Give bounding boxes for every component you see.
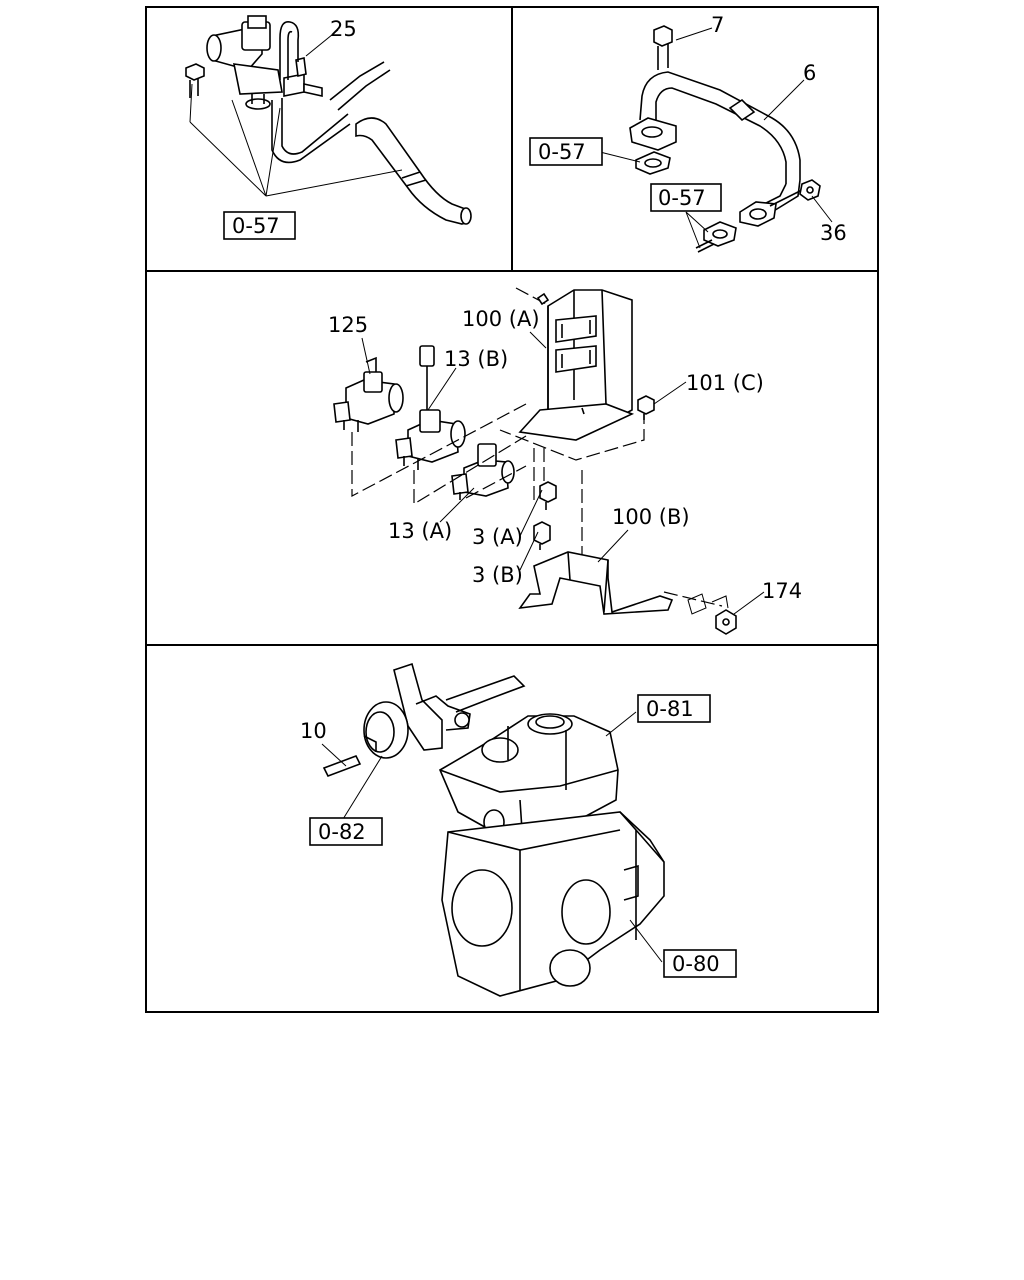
vsv-solenoid-illustration [206, 15, 323, 110]
part-label-13a: 13 (A) [388, 519, 452, 543]
vacuum-pipe-illustration [629, 25, 821, 253]
part-label-13b: 13 (B) [444, 347, 508, 371]
ref-box-0-82 [309, 817, 383, 846]
leader-lines-0-57-b [685, 211, 709, 249]
ref-label-0-57-b: 0-57 [658, 186, 706, 210]
leader-line-6 [763, 79, 805, 121]
part-label-125: 125 [328, 313, 368, 337]
panel-vsv-bracket: 125 100 (A) 13 (B) 101 (C) 13 (A) 3 (A) … [328, 287, 802, 635]
part-label-36: 36 [820, 221, 847, 245]
part-label-6: 6 [803, 61, 816, 85]
leader-line-36 [811, 195, 833, 223]
ref-label-0-81: 0-81 [646, 697, 694, 721]
ref-box-0-81 [637, 694, 711, 723]
vacuum-hose-illustration [271, 21, 472, 225]
leader-lines-0-57-left [189, 83, 403, 197]
leader-line-0-57-a [599, 151, 641, 163]
leader-lines-bottom [321, 711, 663, 963]
ref-box-0-80 [663, 949, 737, 978]
vsv-125-illustration [333, 356, 404, 432]
part-label-101c: 101 (C) [686, 371, 764, 395]
part-label-10: 10 [300, 719, 327, 743]
ref-label-0-80: 0-80 [672, 952, 720, 976]
part-label-7: 7 [711, 13, 724, 37]
bolt-101c-illustration [637, 395, 655, 420]
ref-box-0-57-b [650, 183, 722, 212]
ref-label-0-57-a: 0-57 [538, 140, 586, 164]
leader-line-25 [305, 29, 339, 57]
ref-label-0-82: 0-82 [318, 820, 366, 844]
ref-label-0-57-left: 0-57 [232, 214, 280, 238]
bracket-100b-illustration [518, 551, 737, 635]
ref-box-0-57-left [223, 211, 296, 240]
leader-lines-middle [361, 331, 765, 615]
panel-vacuum-pipe: 7 6 36 0-57 0-57 [529, 13, 847, 253]
part-label-100b: 100 (B) [612, 505, 690, 529]
bolt-illustration [185, 63, 205, 98]
assembly-lines [351, 403, 645, 560]
part-label-100a: 100 (A) [462, 307, 540, 331]
diagram-frame [145, 6, 879, 1013]
part-label-3b: 3 (B) [472, 563, 523, 587]
throttle-body-illustration [438, 713, 665, 997]
panel-vacuum-switching-valve: 25 0-57 [185, 15, 472, 240]
panel-throttle-body: 10 0-81 0-82 0-80 [300, 662, 737, 997]
vsv-13a-illustration [451, 443, 515, 500]
part-label-174: 174 [762, 579, 802, 603]
part-label-25: 25 [330, 17, 357, 41]
vsv-13b-illustration [395, 345, 466, 470]
leader-line-7 [675, 27, 713, 41]
part-label-3a: 3 (A) [472, 525, 523, 549]
diaphragm-actuator-illustration [322, 662, 526, 778]
bolt-3a-illustration [539, 481, 557, 510]
bracket-100a-illustration [515, 287, 635, 441]
ref-box-0-57-a [529, 137, 603, 166]
